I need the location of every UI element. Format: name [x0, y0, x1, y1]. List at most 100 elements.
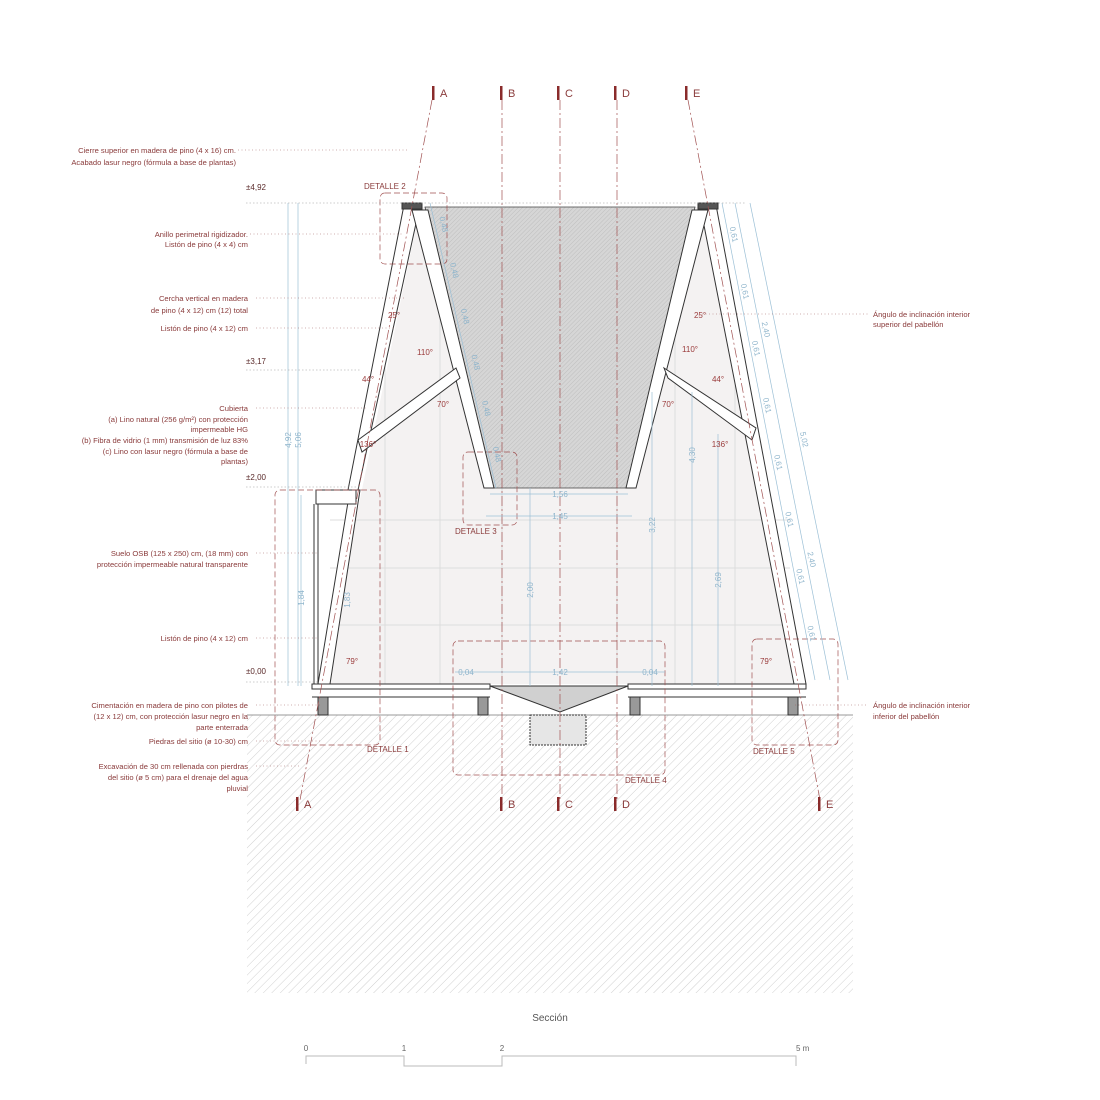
annotation-left-5: Suelo OSB (125 x 250) cm, (18 mm) con	[111, 549, 248, 558]
dimension-label: 1,56	[552, 490, 568, 499]
annotation-left-1: Listón de pino (4 x 4) cm	[165, 240, 248, 249]
dimension-label: 0,48	[459, 308, 471, 326]
annotation-left-4: (b) Fibra de vidrio (1 mm) transmisión d…	[82, 436, 249, 445]
drawing-title: Sección	[532, 1013, 568, 1024]
scale-tick-label: 0	[304, 1044, 309, 1053]
angle-label: 79°	[760, 657, 772, 666]
annotation-left-4: impermeable HG	[191, 425, 248, 434]
dimension-label: 0,48	[491, 446, 503, 464]
dimension-label: 5,06	[294, 432, 303, 448]
angle-label: 136°	[360, 440, 377, 449]
section-cut-marker	[557, 797, 560, 811]
section-cut-marker	[614, 86, 617, 100]
annotation-right-0: Ángulo de inclinación interior	[873, 310, 971, 319]
dimension-label: 0,48	[448, 262, 460, 280]
detail-label: DETALLE 3	[455, 527, 497, 536]
level-marker: ±4,92	[246, 183, 267, 192]
annotation-left-2: de pino (4 x 12) cm (12) total	[151, 306, 248, 315]
angle-label: 110°	[682, 345, 698, 354]
angle-label: 25°	[694, 311, 706, 320]
section-mark-bottom-A: A	[304, 799, 312, 811]
dimension-label: 1,42	[552, 668, 568, 677]
dimension-label: 0,48	[469, 354, 481, 372]
annotation-left-4: (c) Lino con lasur negro (fórmula a base…	[103, 447, 248, 456]
dimension-label: 0,48	[437, 216, 449, 234]
annotation-left-7: (12 x 12) cm, con protección lasur negro…	[94, 712, 249, 721]
section-lines	[299, 99, 821, 801]
annotation-left-8: Piedras del sitio (ø 10-30) cm	[149, 737, 248, 746]
annotation-left-7: Cimentación en madera de pino con pilote…	[91, 701, 248, 710]
angle-label: 70°	[437, 400, 449, 409]
annotation-right-1: Ángulo de inclinación interior	[873, 701, 971, 710]
dimension-label: 3,22	[648, 517, 657, 533]
detail-label: DETALLE 1	[367, 745, 409, 754]
dimension-label: 0,61	[728, 226, 740, 244]
floor-deck	[311, 683, 807, 746]
detail-label: DETALLE 2	[364, 182, 406, 191]
section-mark-bottom-C: C	[565, 799, 573, 811]
angle-label: 70°	[662, 400, 674, 409]
section-cut-marker	[296, 797, 299, 811]
left-truss	[313, 202, 495, 685]
annotation-left-9: Excavación de 30 cm rellenada con pierdr…	[99, 762, 249, 771]
dimension-label: 2,40	[760, 321, 772, 339]
annotation-left-9: pluvial	[226, 784, 248, 793]
scale-tick-label: 5 m	[796, 1044, 810, 1053]
scale-bar	[305, 1055, 797, 1067]
dimension-label: 5,02	[798, 431, 810, 449]
section-cut-marker	[500, 797, 503, 811]
section-mark-top-A: A	[440, 88, 448, 100]
angle-label: 110°	[417, 348, 433, 357]
dimension-label: 0,61	[750, 340, 762, 358]
section-mark-top-C: C	[565, 88, 573, 100]
dimension-label: 0,61	[805, 625, 817, 643]
level-marker: ±0,00	[246, 667, 267, 676]
annotation-left-9: del sitio (ø 5 cm) para el drenaje del a…	[108, 773, 249, 782]
section-mark-top-E: E	[693, 88, 700, 100]
angle-label: 79°	[346, 657, 358, 666]
level-lines	[246, 202, 745, 683]
dimension-label: 0,61	[794, 568, 806, 586]
annotation-left-3: Listón de pino (4 x 12) cm	[161, 324, 248, 333]
section-mark-bottom-D: D	[622, 799, 630, 811]
section-mark-bottom-B: B	[508, 799, 515, 811]
section-cut-marker	[557, 86, 560, 100]
section-cut-marker	[614, 797, 617, 811]
scale-tick-label: 1	[402, 1044, 407, 1053]
detail-label: DETALLE 4	[625, 776, 667, 785]
angle-label: 136°	[712, 440, 729, 449]
scale-tick-label: 2	[500, 1044, 505, 1053]
annotation-left-6: Listón de pino (4 x 12) cm	[161, 634, 248, 643]
annotation-left-7: parte enterrada	[196, 723, 249, 732]
section-cut-marker	[818, 797, 821, 811]
dimension-label: 1,83	[343, 592, 352, 608]
dimension-lines	[287, 202, 849, 686]
section-mark-top-D: D	[622, 88, 630, 100]
angle-label: 25°	[388, 311, 400, 320]
dimension-label: 0,61	[783, 511, 795, 529]
dimension-label: 2,40	[805, 551, 817, 569]
section-cut-marker	[500, 86, 503, 100]
annotation-left-2: Cercha vertical en madera	[159, 294, 249, 303]
dimension-label: 4,92	[284, 432, 293, 448]
dimension-label: 4,30	[688, 447, 697, 463]
ground-hatch	[247, 715, 853, 993]
dimension-label: 1,84	[297, 590, 306, 606]
section-cut-marker	[432, 86, 435, 100]
annotation-left-5: protección impermeable natural transpare…	[97, 560, 248, 569]
dimension-label: 0,61	[761, 397, 773, 415]
dimension-label: 2,69	[714, 572, 723, 588]
dimension-label: 0,61	[739, 283, 751, 301]
annotation-left-1: Anillo perimetral rigidizador.	[155, 230, 248, 239]
dimension-label: 0,48	[480, 400, 492, 418]
angle-label: 44°	[712, 375, 724, 384]
dimension-label: 0,04	[458, 668, 474, 677]
dimension-label: 1,45	[552, 512, 568, 521]
annotation-left-4: plantas)	[221, 457, 248, 466]
annotation-left-0: Cierre superior en madera de pino (4 x 1…	[78, 146, 236, 155]
dimension-label: 2,00	[526, 582, 535, 598]
dimension-label: 0,04	[642, 668, 658, 677]
section-mark-bottom-E: E	[826, 799, 833, 811]
level-marker: ±3,17	[246, 357, 267, 366]
